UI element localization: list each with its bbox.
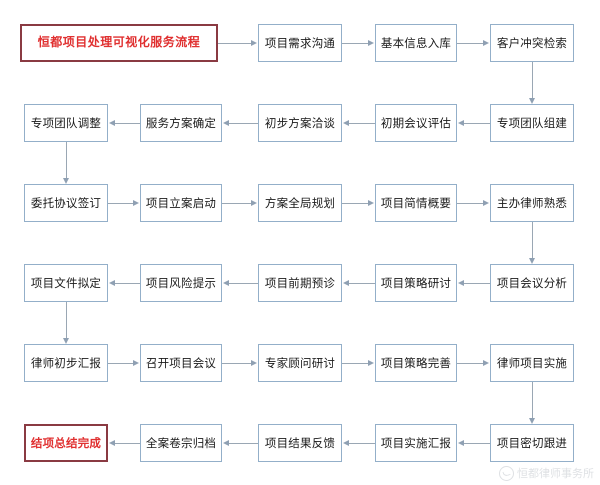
node-r6-c2[interactable]: 全案卷宗归档 <box>140 424 222 462</box>
connector-r2c3-to-r2c2 <box>229 123 258 124</box>
node-r4-c3[interactable]: 项目前期预诊 <box>258 264 342 302</box>
node-r4-c2[interactable]: 项目风险提示 <box>140 264 222 302</box>
connector-r6c4-to-r6c3 <box>349 443 375 444</box>
connector-r5c3-to-r5c4 <box>342 363 368 364</box>
arrowhead-r3c5-to-r4c5 <box>528 258 535 264</box>
node-r2-c4[interactable]: 初期会议评估 <box>375 104 457 142</box>
arrowhead-r1c3-to-r1c4 <box>368 39 374 46</box>
node-r6-c3[interactable]: 项目结果反馈 <box>258 424 342 462</box>
node-r3-c1[interactable]: 委托协议签订 <box>24 184 108 222</box>
node-r6-c4[interactable]: 项目实施汇报 <box>375 424 457 462</box>
connector-r1c4-to-r1c5 <box>457 43 483 44</box>
connector-r2c5-to-r2c4 <box>464 123 490 124</box>
arrowhead-r4c4-to-r4c3 <box>343 279 349 286</box>
node-r1-c5[interactable]: 客户冲突检索 <box>490 24 574 62</box>
node-r3-c5[interactable]: 主办律师熟悉 <box>490 184 574 222</box>
arrowhead-r1c4-to-r1c5 <box>483 39 489 46</box>
node-r3-c2[interactable]: 项目立案启动 <box>140 184 222 222</box>
arrowhead-r2c2-to-r2c1 <box>109 119 115 126</box>
arrowhead-r5c2-to-r5c3 <box>251 359 257 366</box>
node-r1-c3[interactable]: 项目需求沟通 <box>258 24 342 62</box>
arrowhead-r5c4-to-r5c5 <box>483 359 489 366</box>
node-title-process[interactable]: 恒都项目处理可视化服务流程 <box>20 24 218 62</box>
connector-r3c3-to-r3c4 <box>342 203 368 204</box>
arrowhead-r6c2-to-r6c1 <box>109 439 115 446</box>
node-r2-c5[interactable]: 专项团队组建 <box>490 104 574 142</box>
node-r6-c5[interactable]: 项目密切跟进 <box>490 424 574 462</box>
arrowhead-r1c5-to-r2c5 <box>528 98 535 104</box>
arrowhead-r3c1-to-r3c2 <box>133 199 139 206</box>
node-r5-c4[interactable]: 项目策略完善 <box>375 344 457 382</box>
node-r2-c2[interactable]: 服务方案确定 <box>140 104 222 142</box>
connector-r1c5-to-r2c5 <box>532 62 533 98</box>
arrowhead-r6c4-to-r6c3 <box>343 439 349 446</box>
connector-r3c2-to-r3c3 <box>222 203 251 204</box>
connector-r4c4-to-r4c3 <box>349 283 375 284</box>
connector-r5c2-to-r5c3 <box>222 363 251 364</box>
arrowhead-r4c1-to-r5c1 <box>62 338 69 344</box>
node-r2-c1[interactable]: 专项团队调整 <box>24 104 108 142</box>
connector-r2c2-to-r2c1 <box>115 123 140 124</box>
connector-r1c3-to-r1c4 <box>342 43 368 44</box>
arrowhead-r5c3-to-r5c4 <box>368 359 374 366</box>
connector-r5c1-to-r5c2 <box>108 363 133 364</box>
watermark: 恒都律师事务所 <box>499 465 594 481</box>
connector-r4c1-to-r5c1 <box>66 302 67 338</box>
weibo-logo-icon <box>499 465 514 481</box>
connector-r6c5-to-r6c4 <box>464 443 490 444</box>
node-r5-c1[interactable]: 律师初步汇报 <box>24 344 108 382</box>
arrowhead-r6c5-to-r6c4 <box>458 439 464 446</box>
arrowhead-r4c3-to-r4c2 <box>223 279 229 286</box>
connector-r2c1-to-r3c1 <box>66 142 67 178</box>
node-r5-c3[interactable]: 专家顾问研讨 <box>258 344 342 382</box>
arrowhead-r4c5-to-r4c4 <box>458 279 464 286</box>
connector-r3c5-to-r4c5 <box>532 222 533 258</box>
connector-r6c2-to-r6c1 <box>115 443 140 444</box>
node-r4-c5[interactable]: 项目会议分析 <box>490 264 574 302</box>
arrowhead-r2c3-to-r2c2 <box>223 119 229 126</box>
arrowhead-r3c2-to-r3c3 <box>251 199 257 206</box>
connector-r2c4-to-r2c3 <box>349 123 375 124</box>
node-r3-c4[interactable]: 项目简情概要 <box>375 184 457 222</box>
arrowhead-r2c5-to-r2c4 <box>458 119 464 126</box>
node-r5-c5[interactable]: 律师项目实施 <box>490 344 574 382</box>
arrowhead-r2c4-to-r2c3 <box>343 119 349 126</box>
node-r1-c4[interactable]: 基本信息入库 <box>375 24 457 62</box>
node-r5-c2[interactable]: 召开项目会议 <box>140 344 222 382</box>
node-r3-c3[interactable]: 方案全局规划 <box>258 184 342 222</box>
arrowhead-r3c4-to-r3c5 <box>483 199 489 206</box>
connector-r6c3-to-r6c2 <box>229 443 258 444</box>
node-r2-c3[interactable]: 初步方案洽谈 <box>258 104 342 142</box>
node-r6-c1-end[interactable]: 结项总结完成 <box>24 424 108 462</box>
arrowhead-r5c1-to-r5c2 <box>133 359 139 366</box>
arrowhead-r2c1-to-r3c1 <box>62 178 69 184</box>
connector-r4c2-to-r4c1 <box>115 283 140 284</box>
connector-r4c5-to-r4c4 <box>464 283 490 284</box>
node-r4-c4[interactable]: 项目策略研讨 <box>375 264 457 302</box>
connector-r4c3-to-r4c2 <box>229 283 258 284</box>
arrowhead-r4c2-to-r4c1 <box>109 279 115 286</box>
connector-r5c5-to-r6c5 <box>532 382 533 418</box>
connector-r5c4-to-r5c5 <box>457 363 483 364</box>
connector-title-to-r1c3 <box>218 43 251 44</box>
arrowhead-r5c5-to-r6c5 <box>528 418 535 424</box>
watermark-text: 恒都律师事务所 <box>517 467 594 480</box>
connector-r3c4-to-r3c5 <box>457 203 483 204</box>
connector-r3c1-to-r3c2 <box>108 203 133 204</box>
arrowhead-r6c3-to-r6c2 <box>223 439 229 446</box>
arrowhead-r3c3-to-r3c4 <box>368 199 374 206</box>
node-r4-c1[interactable]: 项目文件拟定 <box>24 264 108 302</box>
arrowhead-title-to-r1c3 <box>251 39 257 46</box>
